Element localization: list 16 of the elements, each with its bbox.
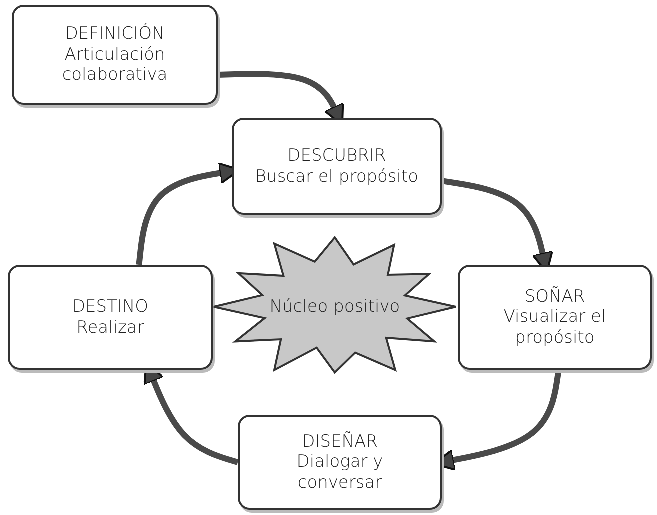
process-box	[458, 265, 652, 370]
stage-description: Visualizar el propósito	[502, 307, 608, 348]
stage-description: Dialogar y conversar	[296, 452, 384, 494]
process-box	[12, 5, 218, 105]
stage-title: DEFINICIÓN	[65, 24, 165, 45]
stage-title: DISEÑAR	[302, 432, 378, 452]
stage-title: SOÑAR	[524, 286, 586, 308]
stage-description: Articulación colaborativa	[61, 44, 169, 86]
process-box	[238, 415, 442, 510]
stage-description: Buscar el propósito	[255, 166, 419, 187]
stage-title: DESTINO	[72, 297, 149, 318]
process-box	[8, 265, 213, 370]
core-label: Núcleo positivo	[270, 296, 400, 318]
stage-title: DESCUBRIR	[288, 146, 386, 166]
stage-description: Realizar	[76, 318, 144, 338]
process-box	[232, 118, 442, 215]
